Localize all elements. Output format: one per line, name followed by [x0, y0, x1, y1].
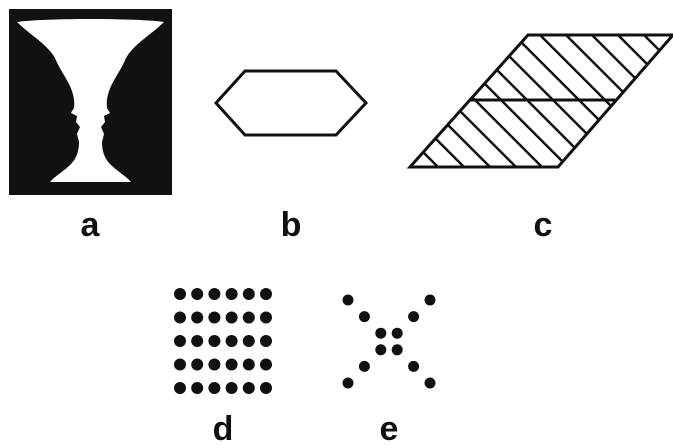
x-dot-diagonal-1: [425, 378, 436, 389]
grid-dot: [174, 288, 186, 300]
hatch-line: [665, 30, 673, 175]
grid-dot: [226, 312, 238, 324]
x-dot-diagonal-2: [359, 361, 370, 372]
label-e: e: [380, 412, 399, 446]
grid-dot: [191, 288, 203, 300]
x-dot-diagonal-2: [392, 328, 403, 339]
label-b: b: [281, 208, 302, 242]
grid-dot: [260, 382, 272, 394]
panel-b-hexagon: [216, 71, 366, 135]
grid-dot: [174, 312, 186, 324]
hatch-line: [327, 30, 472, 175]
grid-dot: [208, 359, 220, 371]
panel-a-rubin-vase: [9, 9, 172, 195]
label-c: c: [534, 208, 553, 242]
label-a: a: [81, 208, 100, 242]
hatch-line: [613, 30, 673, 175]
grid-dot: [208, 288, 220, 300]
panel-e-dot-x: [343, 295, 436, 389]
hatch-line: [561, 30, 673, 175]
grid-dot: [191, 359, 203, 371]
grid-dot: [226, 359, 238, 371]
grid-dot: [226, 288, 238, 300]
grid-dot: [260, 359, 272, 371]
hexagon-shape: [216, 71, 366, 135]
x-dot-diagonal-1: [343, 295, 354, 306]
hatch-lines: [249, 30, 673, 175]
grid-dot: [208, 335, 220, 347]
x-dot-diagonal-1: [408, 361, 419, 372]
grid-dot: [226, 335, 238, 347]
hatch-line: [639, 30, 673, 175]
x-dot-diagonal-2: [343, 378, 354, 389]
grid-dot: [191, 335, 203, 347]
grid-dot: [191, 382, 203, 394]
hatch-line: [275, 30, 420, 175]
x-dot-diagonal-2: [375, 344, 386, 355]
hatch-line: [249, 30, 394, 175]
grid-dot: [191, 312, 203, 324]
grid-dot: [260, 288, 272, 300]
x-dot-diagonal-1: [392, 344, 403, 355]
grid-dot: [243, 359, 255, 371]
grid-dot: [208, 382, 220, 394]
x-dot-diagonal-2: [425, 295, 436, 306]
grid-dot: [243, 312, 255, 324]
panel-c-hatched-parallelogram: [249, 30, 673, 175]
grid-dot: [243, 288, 255, 300]
grid-dot: [174, 382, 186, 394]
grid-dot: [174, 335, 186, 347]
label-d: d: [213, 412, 234, 446]
x-dot-diagonal-1: [359, 311, 370, 322]
grid-dot: [260, 335, 272, 347]
grid-dot: [208, 312, 220, 324]
grid-dot: [243, 335, 255, 347]
grid-dot: [226, 382, 238, 394]
grid-dot: [260, 312, 272, 324]
x-dot-diagonal-1: [375, 328, 386, 339]
grid-dot: [174, 359, 186, 371]
x-dot-diagonal-2: [408, 311, 419, 322]
grid-dot: [243, 382, 255, 394]
panel-d-dot-grid: [174, 288, 272, 394]
